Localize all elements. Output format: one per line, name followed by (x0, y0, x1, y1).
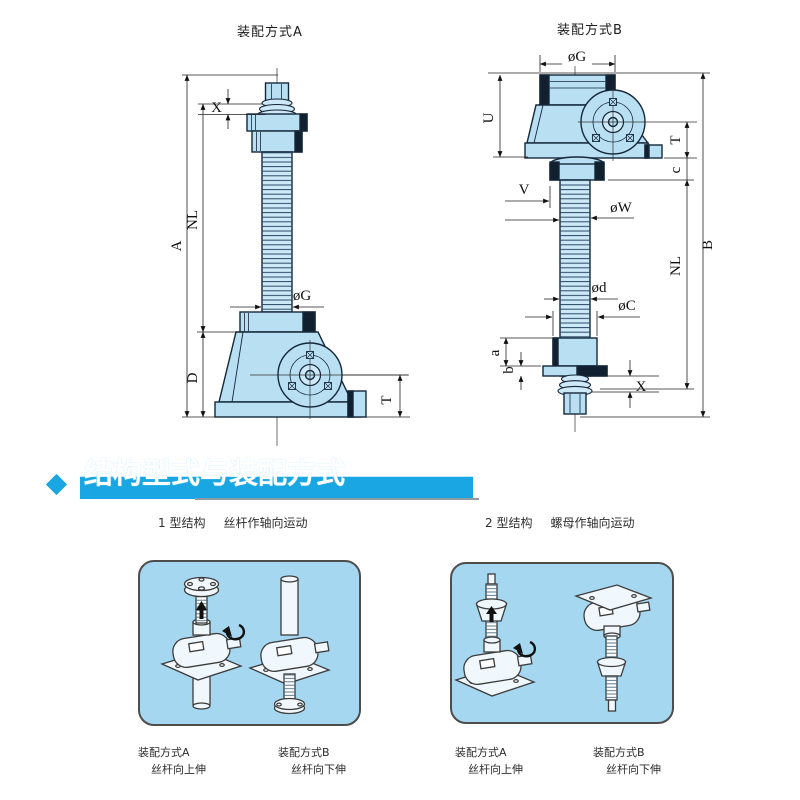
type1-caption-a: 装配方式A 丝杆向上伸 (138, 744, 206, 778)
type2-illustrations (454, 573, 654, 712)
dim-label-v: V (519, 182, 530, 198)
drawing-b-title: 装配方式B (557, 23, 623, 38)
assembly-a-dimensions (182, 74, 410, 418)
screw-travel-up-arrow-icon (486, 606, 497, 622)
dim-label-d: D (185, 372, 201, 383)
drawing-a-title: 装配方式A (237, 25, 303, 40)
dim-label-nl: NL (668, 256, 684, 276)
type2-label: 2 型结构 (485, 516, 533, 530)
diamond-icon (45, 473, 68, 496)
dim-label-t: T (668, 135, 684, 144)
section-header-bar (80, 476, 473, 499)
jack-type1-assembly-a (160, 576, 246, 710)
type2-caption-b: 装配方式B 丝杆向下伸 (593, 744, 661, 778)
section-title: 结构型式与装配方式 (84, 456, 346, 490)
type1-illustration-panel (138, 560, 361, 726)
jack-type2-assembly-a (454, 573, 537, 697)
type1-caption-b: 装配方式B 丝杆向下伸 (278, 744, 346, 778)
worm-rotation-arrow-icon (516, 640, 537, 658)
type1-motion: 丝杆作轴向运动 (223, 516, 308, 530)
worm-rotation-arrowhead (222, 626, 232, 637)
dim-label-c: c (668, 166, 684, 173)
worm-rotation-arrowhead (513, 643, 523, 654)
caption-name: 装配方式B (278, 746, 330, 759)
caption-motion: 丝杆向上伸 (151, 763, 206, 776)
dim-label-u: U (481, 112, 497, 123)
dim-label-small-a: a (487, 349, 503, 356)
assembly-b-dimensions (488, 55, 710, 418)
type2-caption-a: 装配方式A 丝杆向上伸 (455, 744, 523, 778)
jack-type2-assembly-b (573, 584, 654, 712)
type2-motion: 螺母作轴向运动 (550, 516, 635, 530)
type1-subtitle: 1 型结构 丝杆作轴向运动 (158, 514, 307, 531)
assembly-a-drawing: A NL X D T øG (169, 68, 410, 446)
jack-type1-assembly-b (248, 575, 331, 715)
caption-name: 装配方式B (593, 746, 645, 759)
dim-label-t: T (379, 395, 395, 404)
worm-rotation-arrow-icon (225, 623, 246, 641)
dim-label-phi-g: øG (568, 49, 587, 65)
dim-label-phi-g: øG (293, 288, 312, 304)
caption-motion: 丝杆向下伸 (291, 763, 346, 776)
type1-label: 1 型结构 (158, 516, 206, 530)
dim-label-x: X (211, 100, 222, 116)
caption-motion: 丝杆向下伸 (606, 763, 661, 776)
technical-drawing-canvas: A NL X D T øG (169, 49, 716, 446)
dim-label-phi-c: øC (618, 298, 636, 314)
caption-name: 装配方式A (138, 746, 190, 759)
screw-travel-up-arrow-icon (196, 601, 207, 619)
dim-label-a: A (169, 240, 185, 251)
assembly-b-drawing: øG U T c NL B V øW ød øC a b X (481, 49, 716, 432)
type2-subtitle: 2 型结构 螺母作轴向运动 (485, 514, 634, 531)
dim-label-small-x: X (636, 379, 647, 395)
dim-label-b: B (700, 240, 716, 250)
dim-label-nl: NL (185, 210, 201, 230)
caption-name: 装配方式A (455, 746, 507, 759)
dim-label-phi-w: øW (610, 200, 633, 216)
dim-label-small-b: b (501, 366, 517, 374)
section-header-shadow (195, 498, 479, 500)
type2-illustration-panel (450, 562, 674, 724)
type1-illustrations (160, 575, 331, 715)
dim-label-phi-d: ød (592, 280, 608, 296)
caption-motion: 丝杆向上伸 (468, 763, 523, 776)
